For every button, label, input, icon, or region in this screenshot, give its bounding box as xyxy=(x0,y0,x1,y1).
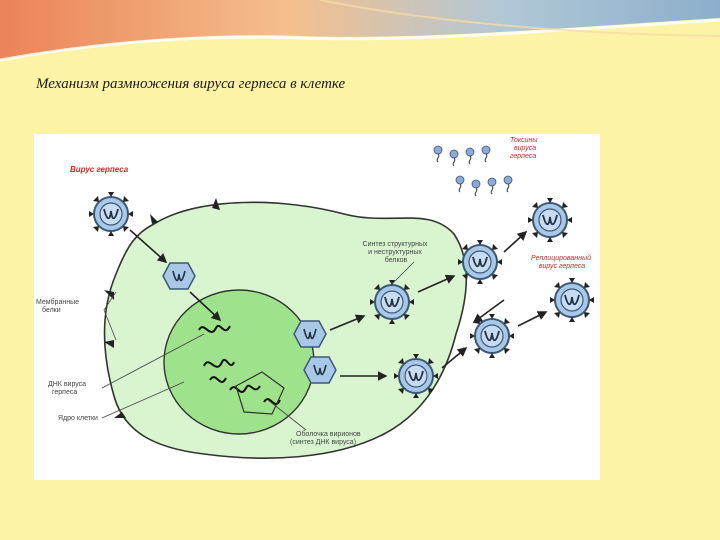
virion-icon xyxy=(457,239,503,285)
capsid-icon xyxy=(162,262,196,290)
label-herpes-virus: Вирус герпеса xyxy=(70,165,129,174)
cell-nucleus xyxy=(163,289,315,435)
label-viral-dna: ДНК вируса герпеса xyxy=(48,381,88,396)
released-virion-icon xyxy=(527,197,573,243)
released-virion-icon xyxy=(549,277,595,323)
label-membrane-proteins: Мембранные белки xyxy=(36,298,81,314)
process-arrows xyxy=(129,229,548,381)
label-protein-synthesis: Синтез структурных и неструктурных белко… xyxy=(363,241,430,264)
virion-icon xyxy=(393,353,439,399)
membrane-protein-spikes xyxy=(104,198,220,418)
herpes-virus-icon xyxy=(88,191,134,237)
label-cell-nucleus: Ядро клетки xyxy=(58,415,98,422)
capsid-icon xyxy=(303,356,337,384)
herpes-replication-diagram: Вирус герпеса Токсины вируса герпеса Син… xyxy=(34,134,600,480)
viral-dna-strands xyxy=(198,325,281,405)
label-virion-envelope: Оболочка вирионов (синтез ДНК вируса) xyxy=(290,430,363,446)
capsid-icon xyxy=(293,320,327,348)
slide-title: Механизм размножения вируса герпеса в кл… xyxy=(36,76,346,92)
label-replicated-virus: Реплицированный вирус герпеса xyxy=(531,254,593,270)
label-leader-lines xyxy=(101,261,415,431)
toxin-molecules xyxy=(433,145,513,197)
label-toxins: Токсины вируса герпеса xyxy=(510,137,540,160)
virion-envelope-outline xyxy=(235,371,285,415)
virion-icon xyxy=(369,279,415,325)
decorative-header-band xyxy=(0,0,720,62)
